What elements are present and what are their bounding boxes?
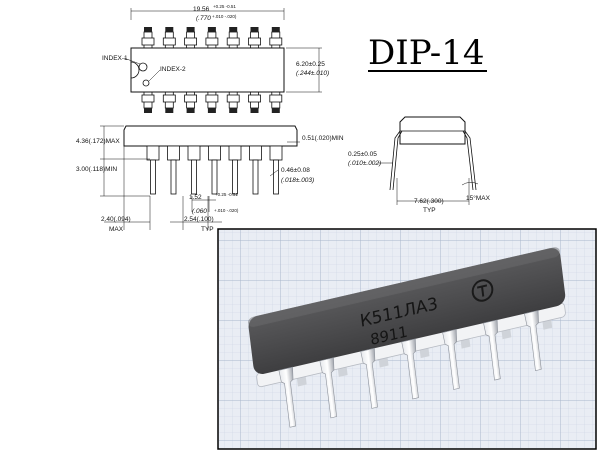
top-pin (248, 27, 261, 49)
photo-pin (360, 347, 378, 409)
bottom-pin (205, 91, 219, 113)
top-view-pins-top (141, 27, 283, 49)
side-view: 4.36(.172)MAX 3.00(.118)MIN 0.51(.020)MI… (76, 125, 344, 233)
photo-pin (401, 338, 419, 400)
end-dim: 2.40(.094) (101, 216, 131, 223)
lead-width: 0.46±0.08 (281, 167, 310, 174)
length-mm: 19.56 (193, 6, 210, 13)
chip-photo: К511ЛА3 8911 (217, 228, 597, 450)
chip-body-group: К511ЛА3 8911 (248, 247, 566, 428)
seat-min: 3.00(.118)MIN (76, 166, 117, 173)
lead-width-in: (.018±.003) (281, 177, 314, 184)
package-title: DIP-14 (368, 33, 484, 73)
top-pin (141, 27, 155, 49)
photo-pin (483, 319, 501, 381)
side-pin (249, 145, 262, 195)
shoulder-in: (.060 (192, 208, 207, 215)
width-in: (.244±.010) (296, 70, 329, 77)
photo-pin (319, 357, 338, 419)
top-view-pins-bottom (141, 91, 283, 113)
top-pin (269, 27, 283, 49)
side-pin (167, 145, 180, 195)
bottom-pin (269, 91, 283, 113)
pitch-typ: TYP (201, 226, 214, 233)
bottom-pin (226, 91, 240, 113)
top-pin (226, 27, 240, 49)
side-pin (208, 145, 221, 195)
lead-thickness-in: (.010±.002) (348, 160, 381, 167)
side-pin (228, 145, 242, 195)
end-max: MAX (109, 226, 124, 233)
pitch: 2.54(.100) (184, 216, 214, 223)
row-typ: TYP (423, 207, 436, 214)
index-1-label: INDEX-1 (102, 55, 128, 62)
length-in-tol: +.010 -.020) (212, 14, 237, 19)
photo-pin (442, 329, 460, 390)
standoff-min: 0.51(.020)MIN (302, 135, 344, 142)
bottom-pin (184, 91, 198, 113)
height-max: 4.36(.172)MAX (76, 138, 120, 145)
top-pin (162, 27, 176, 49)
bottom-pin (162, 91, 176, 113)
manufacturer-logo (471, 279, 494, 302)
top-view-body (130, 47, 285, 93)
index-2-label: INDEX-2 (160, 66, 186, 73)
side-view-body (123, 125, 298, 147)
row-spacing: 7.62(.300) (414, 198, 444, 205)
end-view-lead-right (464, 130, 477, 191)
top-view: 19.56 +0.25 -0.51 (.770 +.010 -.020) IND… (102, 4, 329, 113)
lead-angle: 15°MAX (466, 194, 491, 202)
end-view-lead-left (389, 130, 401, 191)
photo-pin (524, 310, 542, 371)
top-pin (205, 27, 219, 49)
index-1-dot (138, 62, 148, 72)
length-tol: +0.25 -0.51 (213, 4, 236, 9)
end-view-body (399, 116, 466, 145)
shoulder-tol: +0.25 -0.51 (215, 192, 238, 197)
top-pin (184, 27, 198, 49)
lead-thickness: 0.25±0.05 (348, 151, 377, 158)
side-pin (269, 145, 283, 195)
photo-pin (278, 366, 297, 428)
length-in: (.770 (196, 15, 211, 22)
side-pin (187, 145, 201, 195)
width-mm: 6.20±0.25 (296, 61, 325, 68)
index-2-dot (142, 79, 150, 87)
end-view: 0.25±0.05 (.010±.002) 7.62(.300) TYP 15°… (348, 116, 491, 214)
shoulder: 1.52 (189, 194, 202, 201)
shoulder-in-tol: +.010 -.020) (214, 208, 239, 213)
side-pin (146, 145, 160, 195)
side-view-pins (146, 145, 283, 195)
top-view-notch (130, 61, 140, 79)
bottom-pin (141, 91, 155, 113)
bottom-pin (248, 91, 261, 113)
